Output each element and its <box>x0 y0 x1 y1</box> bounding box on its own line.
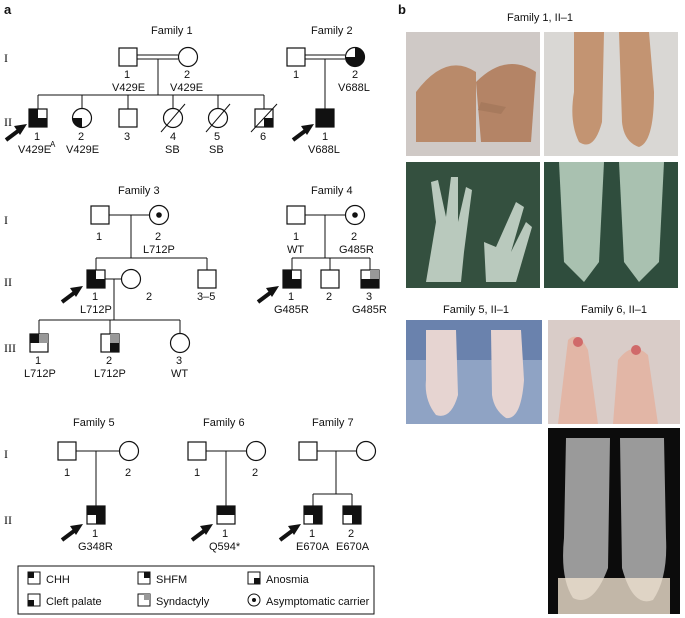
f3-iii3-num: 3 <box>176 355 182 367</box>
family4-pedigree <box>256 204 380 304</box>
family3-pedigree <box>29 204 217 354</box>
f1-ii5-num: 5 <box>214 131 220 143</box>
f2-ii1-var: V688L <box>308 144 340 156</box>
f3-i1-num: 1 <box>96 231 102 243</box>
legend-chh: CHH <box>46 574 70 586</box>
f4-i1-num: 1 <box>293 231 299 243</box>
f7-ii2-num: 2 <box>348 528 354 540</box>
f2-i2-num: 2 <box>352 69 358 81</box>
f3-iii2-var: L712P <box>94 368 126 380</box>
family7-pedigree <box>278 440 377 542</box>
hands-photo <box>406 32 540 156</box>
f3-iii1-num: 1 <box>35 355 41 367</box>
gen-label-II-f3: II <box>4 275 12 289</box>
gen-label-III-f3: III <box>4 341 16 355</box>
family1-pedigree <box>4 46 278 142</box>
legend <box>17 565 375 615</box>
f1-i2-num: 2 <box>184 69 190 81</box>
family4-title: Family 4 <box>311 185 353 197</box>
f1-i1-var: V429E <box>112 82 145 94</box>
family6-title: Family 6 <box>203 417 245 429</box>
family5-title: Family 5 <box>73 417 115 429</box>
legend-cleft-palate: Cleft palate <box>46 596 102 608</box>
gen-label-I-f3: I <box>4 213 8 227</box>
f1-ii2-num: 2 <box>78 131 84 143</box>
f7-ii1-num: 1 <box>309 528 315 540</box>
family1-photo-caption: Family 1, II–1 <box>506 12 574 24</box>
legend-syndactyly: Syndactyly <box>156 596 210 608</box>
feet-xray <box>544 162 678 288</box>
family7-title: Family 7 <box>312 417 354 429</box>
f6-i1-num: 1 <box>194 467 200 479</box>
panel-b-label: b <box>398 2 406 17</box>
f7-ii2-var: E670A <box>336 541 370 553</box>
f1-ii3-num: 3 <box>124 131 130 143</box>
f1-ii1-var: V429E <box>18 144 51 156</box>
gen-label-I: I <box>4 51 8 65</box>
f3-iii3-var: WT <box>171 368 188 380</box>
f1-ii4-num: 4 <box>170 131 176 143</box>
gen-label-I-f5: I <box>4 447 8 461</box>
f2-i2-var: V688L <box>338 82 370 94</box>
f4-i2-var: G485R <box>339 244 374 256</box>
f2-i1-num: 1 <box>293 69 299 81</box>
family6-pedigree <box>187 440 267 542</box>
f4-ii3-num: 3 <box>366 291 372 303</box>
hands-xray <box>406 162 540 288</box>
f3-ii1-num: 1 <box>92 291 98 303</box>
family2-pedigree <box>286 46 366 142</box>
f6-ii1-var: Q594* <box>209 541 241 553</box>
f4-ii2-num: 2 <box>326 291 332 303</box>
gen-label-II: II <box>4 115 12 129</box>
f6-ii1-num: 1 <box>222 528 228 540</box>
f5-ii1-var: G348R <box>78 541 113 553</box>
f1-i1-num: 1 <box>124 69 130 81</box>
f3-ii2-num: 2 <box>146 291 152 303</box>
f5-i2-num: 2 <box>125 467 131 479</box>
family3-title: Family 3 <box>118 185 160 197</box>
gen-label-II-f5: II <box>4 513 12 527</box>
family5-pedigree <box>57 440 140 542</box>
f5-i1-num: 1 <box>64 467 70 479</box>
f6-i2-num: 2 <box>252 467 258 479</box>
family5-photo-caption: Family 5, II–1 <box>442 304 510 316</box>
f1-ii1-sup: A <box>50 140 56 149</box>
f3-iii2-num: 2 <box>106 355 112 367</box>
f3-i2-num: 2 <box>155 231 161 243</box>
f7-ii1-var: E670A <box>296 541 330 553</box>
f4-i2-num: 2 <box>351 231 357 243</box>
f4-i1-var: WT <box>287 244 304 256</box>
f1-i2-var: V429E <box>170 82 203 94</box>
feet-photo-family5 <box>406 320 542 424</box>
f1-ii5-var: SB <box>209 144 224 156</box>
legend-shfm: SHFM <box>156 574 187 586</box>
f4-ii3-var: G485R <box>352 304 387 316</box>
f4-ii1-num: 1 <box>288 291 294 303</box>
f5-ii1-num: 1 <box>92 528 98 540</box>
f3-i2-var: L712P <box>143 244 175 256</box>
family1-title: Family 1 <box>151 25 193 37</box>
f1-ii4-var: SB <box>165 144 180 156</box>
feet-photo-family6 <box>548 320 680 424</box>
f1-ii1-num: 1 <box>34 131 40 143</box>
f3-iii1-var: L712P <box>24 368 56 380</box>
f1-ii2-var: V429E <box>66 144 99 156</box>
legend-anosmia: Anosmia <box>266 574 310 586</box>
f1-ii6-num: 6 <box>260 131 266 143</box>
feet-xray-family6 <box>548 428 680 614</box>
f3-ii3-num: 3–5 <box>197 291 215 303</box>
legend-asymptomatic-carrier: Asymptomatic carrier <box>266 596 370 608</box>
f4-ii1-var: G485R <box>274 304 309 316</box>
feet-photo <box>544 32 678 156</box>
family2-title: Family 2 <box>311 25 353 37</box>
panel-a-label: a <box>4 2 12 17</box>
family6-photo-caption: Family 6, II–1 <box>580 304 648 316</box>
f2-ii1-num: 1 <box>322 131 328 143</box>
f3-ii1-var: L712P <box>80 304 112 316</box>
